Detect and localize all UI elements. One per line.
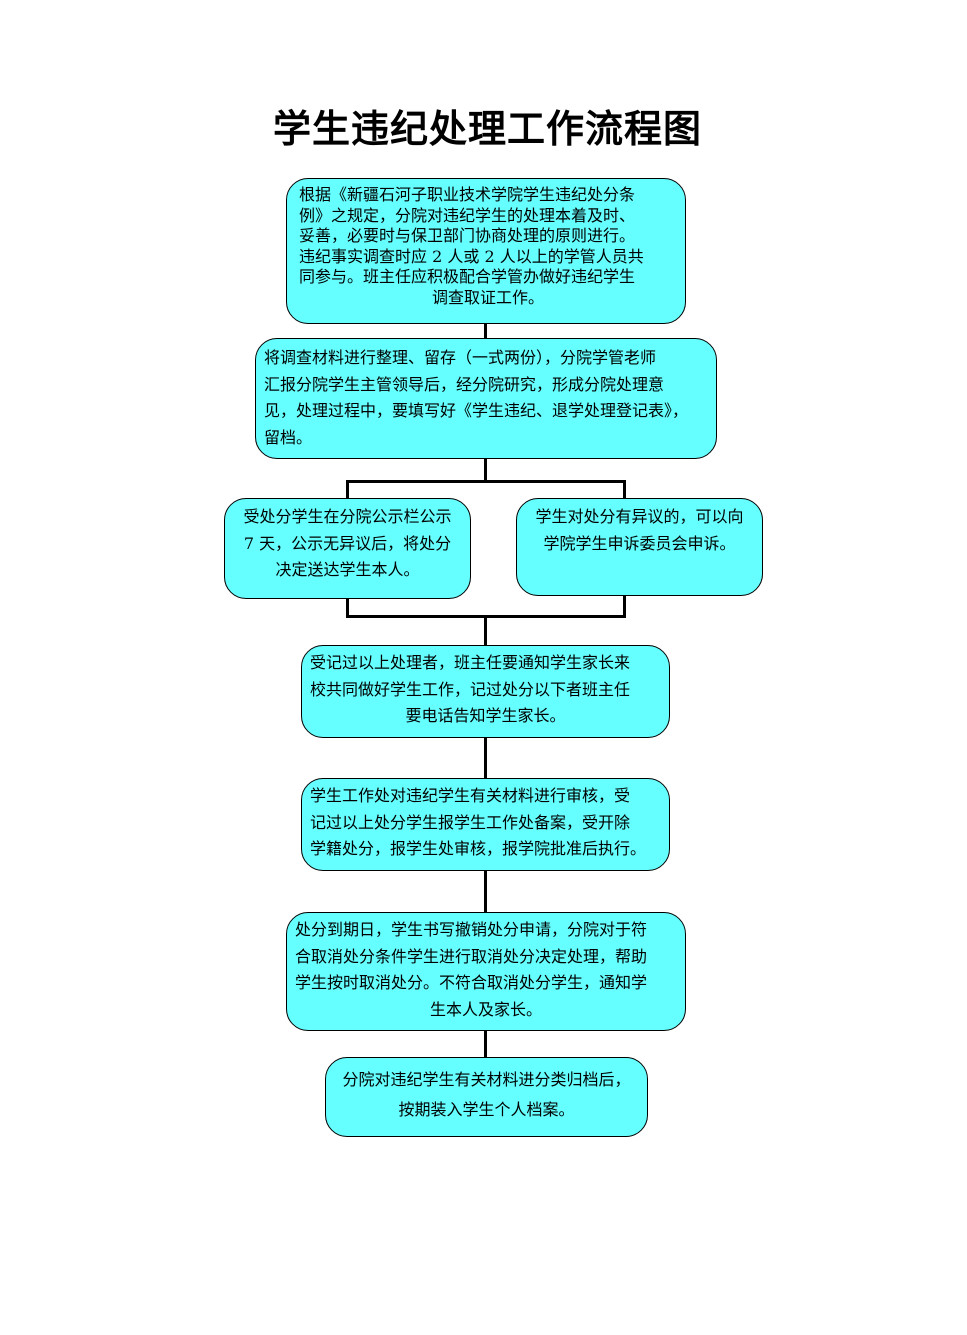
step-revoke: 处分到期日，学生书写撤销处分申请，分院对于符 合取消处分条件学生进行取消处分决定…	[286, 912, 686, 1031]
step-text: 同参与。班主任应积极配合学管办做好违纪学生	[299, 267, 636, 286]
connector	[484, 615, 487, 646]
connector	[346, 480, 349, 499]
step-text: 将调查材料进行整理、留存（一式两份），分院学管老师	[264, 348, 657, 367]
step-text: 校共同做好学生工作，记过处分以下者班主任	[310, 679, 631, 699]
step-text: 根据《新疆石河子职业技术学院学生违纪处分条	[299, 185, 636, 204]
step-review: 学生工作处对违纪学生有关材料进行审核，受 记过以上处分学生报学生工作处备案，受开…	[301, 778, 670, 871]
step-text: 留档。	[264, 427, 313, 447]
connector	[484, 322, 487, 339]
step-text: 违纪事实调查时应 2 人或 2 人以上的学管人员共	[299, 246, 644, 266]
step-text: 学生按时取消处分。不符合取消处分学生，通知学	[295, 973, 648, 992]
page-title: 学生违纪处理工作流程图	[272, 107, 702, 151]
connector	[484, 457, 487, 483]
step-text: 学籍处分，报学生处审核，报学院批准后执行。	[310, 839, 647, 858]
step-text: 受处分学生在分院公示栏公示	[243, 507, 452, 526]
connector	[484, 869, 487, 913]
step-text: 妥善，必要时与保卫部门协商处理的原则进行。	[299, 226, 636, 245]
connector	[623, 594, 626, 618]
step-text: 学生对处分有异议的，可以向	[535, 507, 744, 526]
connector	[623, 480, 626, 499]
step-text: 学生工作处对违纪学生有关材料进行审核，受	[310, 786, 631, 805]
step-text: 合取消处分条件学生进行取消处分决定处理，帮助	[295, 946, 648, 966]
step-text: 记过以上处分学生报学生工作处备案，受开除	[310, 812, 631, 832]
step-text: 要电话告知学生家长。	[405, 706, 566, 725]
step-text: 决定送达学生本人。	[275, 560, 420, 579]
step-report: 将调查材料进行整理、留存（一式两份），分院学管老师 汇报分院学生主管领导后，经分…	[255, 338, 717, 459]
connector	[484, 1029, 487, 1058]
step-text: 见，处理过程中，要填写好《学生违纪、退学处理登记表》，	[264, 401, 689, 420]
step-notify-parents: 受记过以上处理者，班主任要通知学生家长来 校共同做好学生工作，记过处分以下者班主…	[301, 645, 670, 738]
step-text: 分院对违纪学生有关材料进分类归档后，	[342, 1070, 631, 1089]
step-text: 学院学生申诉委员会申诉。	[543, 533, 736, 553]
step-investigation: 根据《新疆石河子职业技术学院学生违纪处分条 例》之规定，分院对违纪学生的处理本着…	[286, 178, 686, 324]
step-text: 例》之规定，分院对违纪学生的处理本着及时、	[299, 205, 636, 225]
step-text: 汇报分院学生主管领导后，经分院研究，形成分院处理意	[264, 374, 665, 394]
step-text: 生本人及家长。	[429, 999, 542, 1019]
step-appeal: 学生对处分有异议的，可以向 学院学生申诉委员会申诉。	[516, 498, 763, 596]
connector	[346, 597, 349, 618]
connector	[484, 736, 487, 779]
step-archive: 分院对违纪学生有关材料进分类归档后， 按期装入学生个人档案。	[325, 1057, 648, 1137]
step-publicize: 受处分学生在分院公示栏公示 7 天，公示无异议后，将处分 决定送达学生本人。	[224, 498, 471, 599]
step-text: 调查取证工作。	[431, 287, 544, 307]
connector	[346, 480, 626, 483]
step-text: 7 天，公示无异议后，将处分	[243, 533, 452, 553]
step-text: 受记过以上处理者，班主任要通知学生家长来	[310, 653, 631, 672]
step-text: 按期装入学生个人档案。	[398, 1100, 575, 1119]
step-text: 处分到期日，学生书写撤销处分申请，分院对于符	[295, 920, 648, 939]
